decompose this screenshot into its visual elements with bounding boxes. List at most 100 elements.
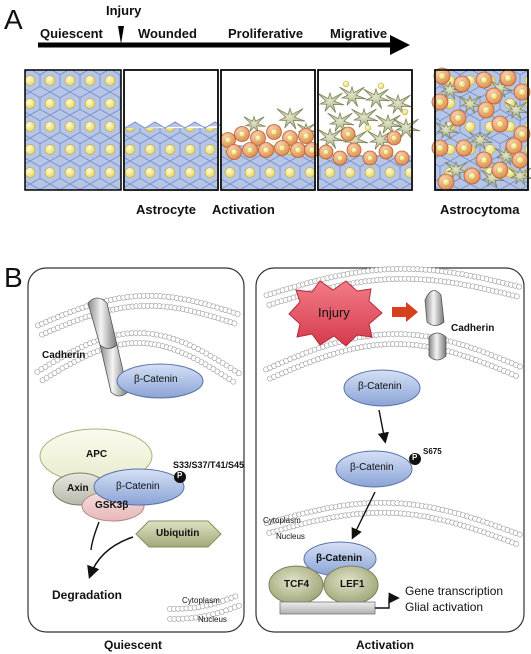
- reactive-astrocyte-nucleus: [516, 156, 524, 164]
- phospho-sites-label: S33/S37/T41/S45: [173, 460, 245, 470]
- stage-proliferative: Proliferative: [228, 26, 304, 41]
- migrating-astrocyte-cell: [317, 127, 345, 149]
- lipid-head: [516, 283, 523, 290]
- reactive-astrocyte-nucleus: [496, 120, 504, 128]
- panel-a: [24, 26, 531, 191]
- activation-title: Activation: [356, 638, 415, 652]
- transcription-arrow: [375, 592, 400, 609]
- injury-label: Injury: [106, 3, 142, 18]
- lipid-head: [516, 531, 523, 538]
- reactive-astrocyte-nucleus: [238, 130, 246, 138]
- migrating-astrocyte-cell: [458, 94, 483, 114]
- quiescent-title: Quiescent: [104, 638, 163, 652]
- phospho-left-letter: P: [177, 471, 183, 480]
- lipid-head: [236, 602, 242, 609]
- reactive-astrocyte-nucleus: [286, 134, 294, 142]
- lipid-head: [227, 365, 234, 371]
- cell-box-migrative: [317, 69, 421, 191]
- phospho-right-letter: P: [412, 453, 418, 462]
- reactive-astrocyte-nucleus: [482, 106, 490, 114]
- lipid-head: [230, 378, 237, 385]
- degradation-arrow: [87, 536, 134, 580]
- lipid-head: [232, 593, 239, 600]
- injury-starburst: [288, 280, 383, 347]
- phospho-badge-left: [174, 471, 186, 483]
- membrane-left-nucleus: [166, 593, 242, 622]
- timeline-arrow-head: [390, 35, 410, 55]
- cell-box-proliferative: [220, 69, 320, 191]
- panel-a-letter: A: [4, 4, 23, 35]
- cell-box-quiescent: [24, 69, 122, 191]
- ubiquitin-hexagon: [135, 520, 222, 548]
- reactive-astrocyte-nucleus: [496, 166, 504, 174]
- reactive-astrocyte-nucleus: [468, 172, 476, 180]
- migrating-astrocyte-cell: [385, 93, 413, 115]
- beta-catenin-complex-label: β-Catenin: [116, 481, 160, 492]
- reactive-astrocyte-nucleus: [246, 146, 254, 154]
- lef1-label: LEF1: [340, 579, 365, 590]
- reactive-astrocyte-nucleus: [480, 76, 488, 84]
- stage-quiescent: Quiescent: [40, 26, 103, 41]
- reactive-astrocyte-nucleus: [224, 136, 232, 144]
- tcf4-label: TCF4: [284, 579, 309, 590]
- lipid-head: [235, 370, 242, 377]
- nucleus-left-label: Nucleus: [198, 615, 227, 624]
- reactive-astrocyte-nucleus: [294, 146, 302, 154]
- reactive-astrocyte-nucleus: [302, 132, 310, 140]
- reactive-astrocyte-nucleus: [308, 146, 316, 154]
- s675-label: S675: [423, 447, 442, 456]
- cadherin-right-label: Cadherin: [451, 323, 495, 334]
- reactive-astrocyte-nucleus: [458, 80, 466, 88]
- stage-wounded: Wounded: [138, 26, 197, 41]
- lipid-head: [513, 293, 520, 300]
- migrating-astrocyte-cell: [317, 91, 345, 113]
- migrating-astrocyte-cell: [276, 107, 306, 130]
- caption-astrocyte: Astrocyte: [136, 202, 196, 217]
- free-nucleus: [401, 108, 409, 116]
- free-nucleus: [377, 82, 385, 90]
- migrating-astrocyte-cell: [351, 107, 379, 129]
- cytoplasm-left-label: Cytoplasm: [182, 596, 220, 605]
- panel-b-letter: B: [4, 262, 23, 293]
- migrating-astrocyte-cell: [327, 111, 355, 133]
- free-nucleus: [364, 124, 372, 132]
- migrating-astrocyte-cell: [339, 85, 367, 107]
- lipid-head: [517, 363, 523, 370]
- gsk-to-degradation-line: [90, 521, 100, 551]
- beta-catenin-phosphorylated: [335, 450, 413, 488]
- beta-catenin-released: [343, 369, 421, 407]
- reactive-astrocyte-nucleus: [504, 74, 512, 82]
- reactive-astrocyte-nucleus: [254, 134, 262, 142]
- dna-promoter-box: [279, 601, 376, 615]
- reactive-astrocyte-nucleus: [278, 144, 286, 152]
- reactive-astrocyte-nucleus: [336, 154, 344, 162]
- gene-transcription-label: Gene transcription: [405, 584, 504, 598]
- caption-activation: Activation: [212, 202, 275, 217]
- cadherin-right: [424, 290, 447, 361]
- injury-arrow: [392, 302, 418, 322]
- beta-catenin-released-label: β-Catenin: [358, 381, 402, 392]
- stage-migrative: Migrative: [330, 26, 388, 41]
- lipid-head: [231, 367, 238, 374]
- caption-astrocytoma: Astrocytoma: [440, 202, 520, 217]
- glial-activation-label: Glial activation: [405, 600, 484, 614]
- reactive-astrocyte-nucleus: [442, 178, 450, 186]
- cell-box-astrocytoma: [431, 67, 531, 191]
- injury-starburst-label: Injury: [318, 305, 350, 320]
- beta-catenin-phospho-label: β-Catenin: [350, 462, 394, 473]
- injury-marker: [118, 26, 124, 44]
- membrane-right-nucleus: [263, 499, 523, 547]
- reactive-astrocyte-nucleus: [460, 144, 468, 152]
- reactive-astrocyte-nucleus: [366, 154, 374, 162]
- reactive-astrocyte-nucleus: [390, 134, 398, 142]
- reactive-astrocyte-nucleus: [270, 128, 278, 136]
- reactive-astrocyte-nucleus: [480, 156, 488, 164]
- reactive-astrocyte-nucleus: [350, 146, 358, 154]
- beta-catenin-left-label: β-Catenin: [134, 374, 178, 385]
- reactive-astrocyte-nucleus: [510, 142, 518, 150]
- apc-label: APC: [86, 449, 108, 460]
- migrating-astrocyte-cell: [468, 130, 493, 150]
- nucleus-right-label: Nucleus: [276, 532, 305, 541]
- migrating-astrocyte-cell: [243, 115, 266, 133]
- reactive-astrocyte-nucleus: [382, 148, 390, 156]
